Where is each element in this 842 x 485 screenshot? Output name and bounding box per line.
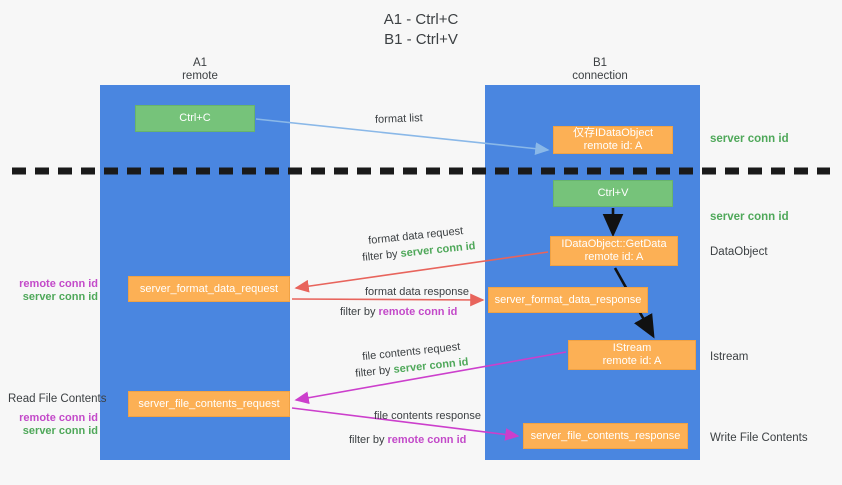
arrow-format-data-request: [294, 251, 549, 293]
node-getdata-line1: IDataObject::GetData: [561, 238, 667, 250]
node-ctrl-c[interactable]: Ctrl+C: [135, 105, 255, 132]
edge-label-file-contents-response: file contents response: [374, 410, 482, 422]
node-istream-line2: remote id: A: [602, 355, 662, 367]
label-dataobject: DataObject: [710, 246, 768, 258]
column-header-b1: B1 connection: [572, 57, 628, 82]
node-server-file-contents-request[interactable]: server_file_contents_request: [128, 391, 290, 417]
node-server-format-data-response[interactable]: server_format_data_response: [488, 287, 648, 313]
filter-value: remote conn id: [378, 306, 458, 318]
label-istream: Istream: [710, 351, 749, 363]
arrow-format-data-response: [291, 293, 485, 307]
edge-label-format-data-response: format data response: [365, 286, 469, 298]
node-ctrl-v[interactable]: Ctrl+V: [553, 180, 673, 207]
node-idataobject[interactable]: 仅存IDataObject remote id: A: [553, 126, 673, 154]
filter-prefix: filter by: [340, 306, 379, 318]
label-server-conn-id-top: server conn id: [710, 133, 789, 145]
node-istream[interactable]: IStream remote id: A: [568, 340, 696, 370]
edge-filter-format-data-response: filter by remote conn id: [340, 305, 457, 319]
node-idataobject-getdata[interactable]: IDataObject::GetData remote id: A: [550, 236, 678, 266]
page-title: A1 - Ctrl+C B1 - Ctrl+V: [383, 11, 459, 48]
label-conn-ids-format: remote conn id server conn id: [8, 278, 98, 304]
label-remote-conn-id: remote conn id: [19, 278, 98, 290]
node-server-file-contents-response[interactable]: server_file_contents_response: [523, 423, 688, 449]
node-idataobject-line2: remote id: A: [583, 140, 643, 152]
node-idataobject-line1: 仅存IDataObject: [572, 127, 654, 139]
label-server-conn-id: server conn id: [22, 291, 98, 303]
label-remote-conn-id-2: remote conn id: [19, 412, 98, 424]
column-header-a1: A1 remote: [182, 57, 218, 82]
filter-value: remote conn id: [387, 434, 467, 446]
label-server-conn-id-mid: server conn id: [710, 211, 789, 223]
node-istream-line1: IStream: [612, 342, 652, 354]
node-getdata-line2: remote id: A: [584, 251, 644, 263]
filter-prefix: filter by: [349, 434, 388, 446]
label-conn-ids-file: remote conn id server conn id: [8, 412, 98, 438]
arrow-file-contents-response: [291, 407, 520, 441]
arrow-format-list: [255, 118, 550, 156]
label-write-file-contents: Write File Contents: [710, 432, 808, 444]
edge-label-format-list: format list: [374, 112, 423, 126]
arrow-file-contents-request: [294, 351, 567, 405]
label-read-file-contents: Read File Contents: [8, 393, 107, 405]
edge-filter-file-contents-response: filter by remote conn id: [349, 433, 466, 447]
label-server-conn-id-2: server conn id: [22, 425, 98, 437]
node-server-format-data-request[interactable]: server_format_data_request: [128, 276, 290, 302]
